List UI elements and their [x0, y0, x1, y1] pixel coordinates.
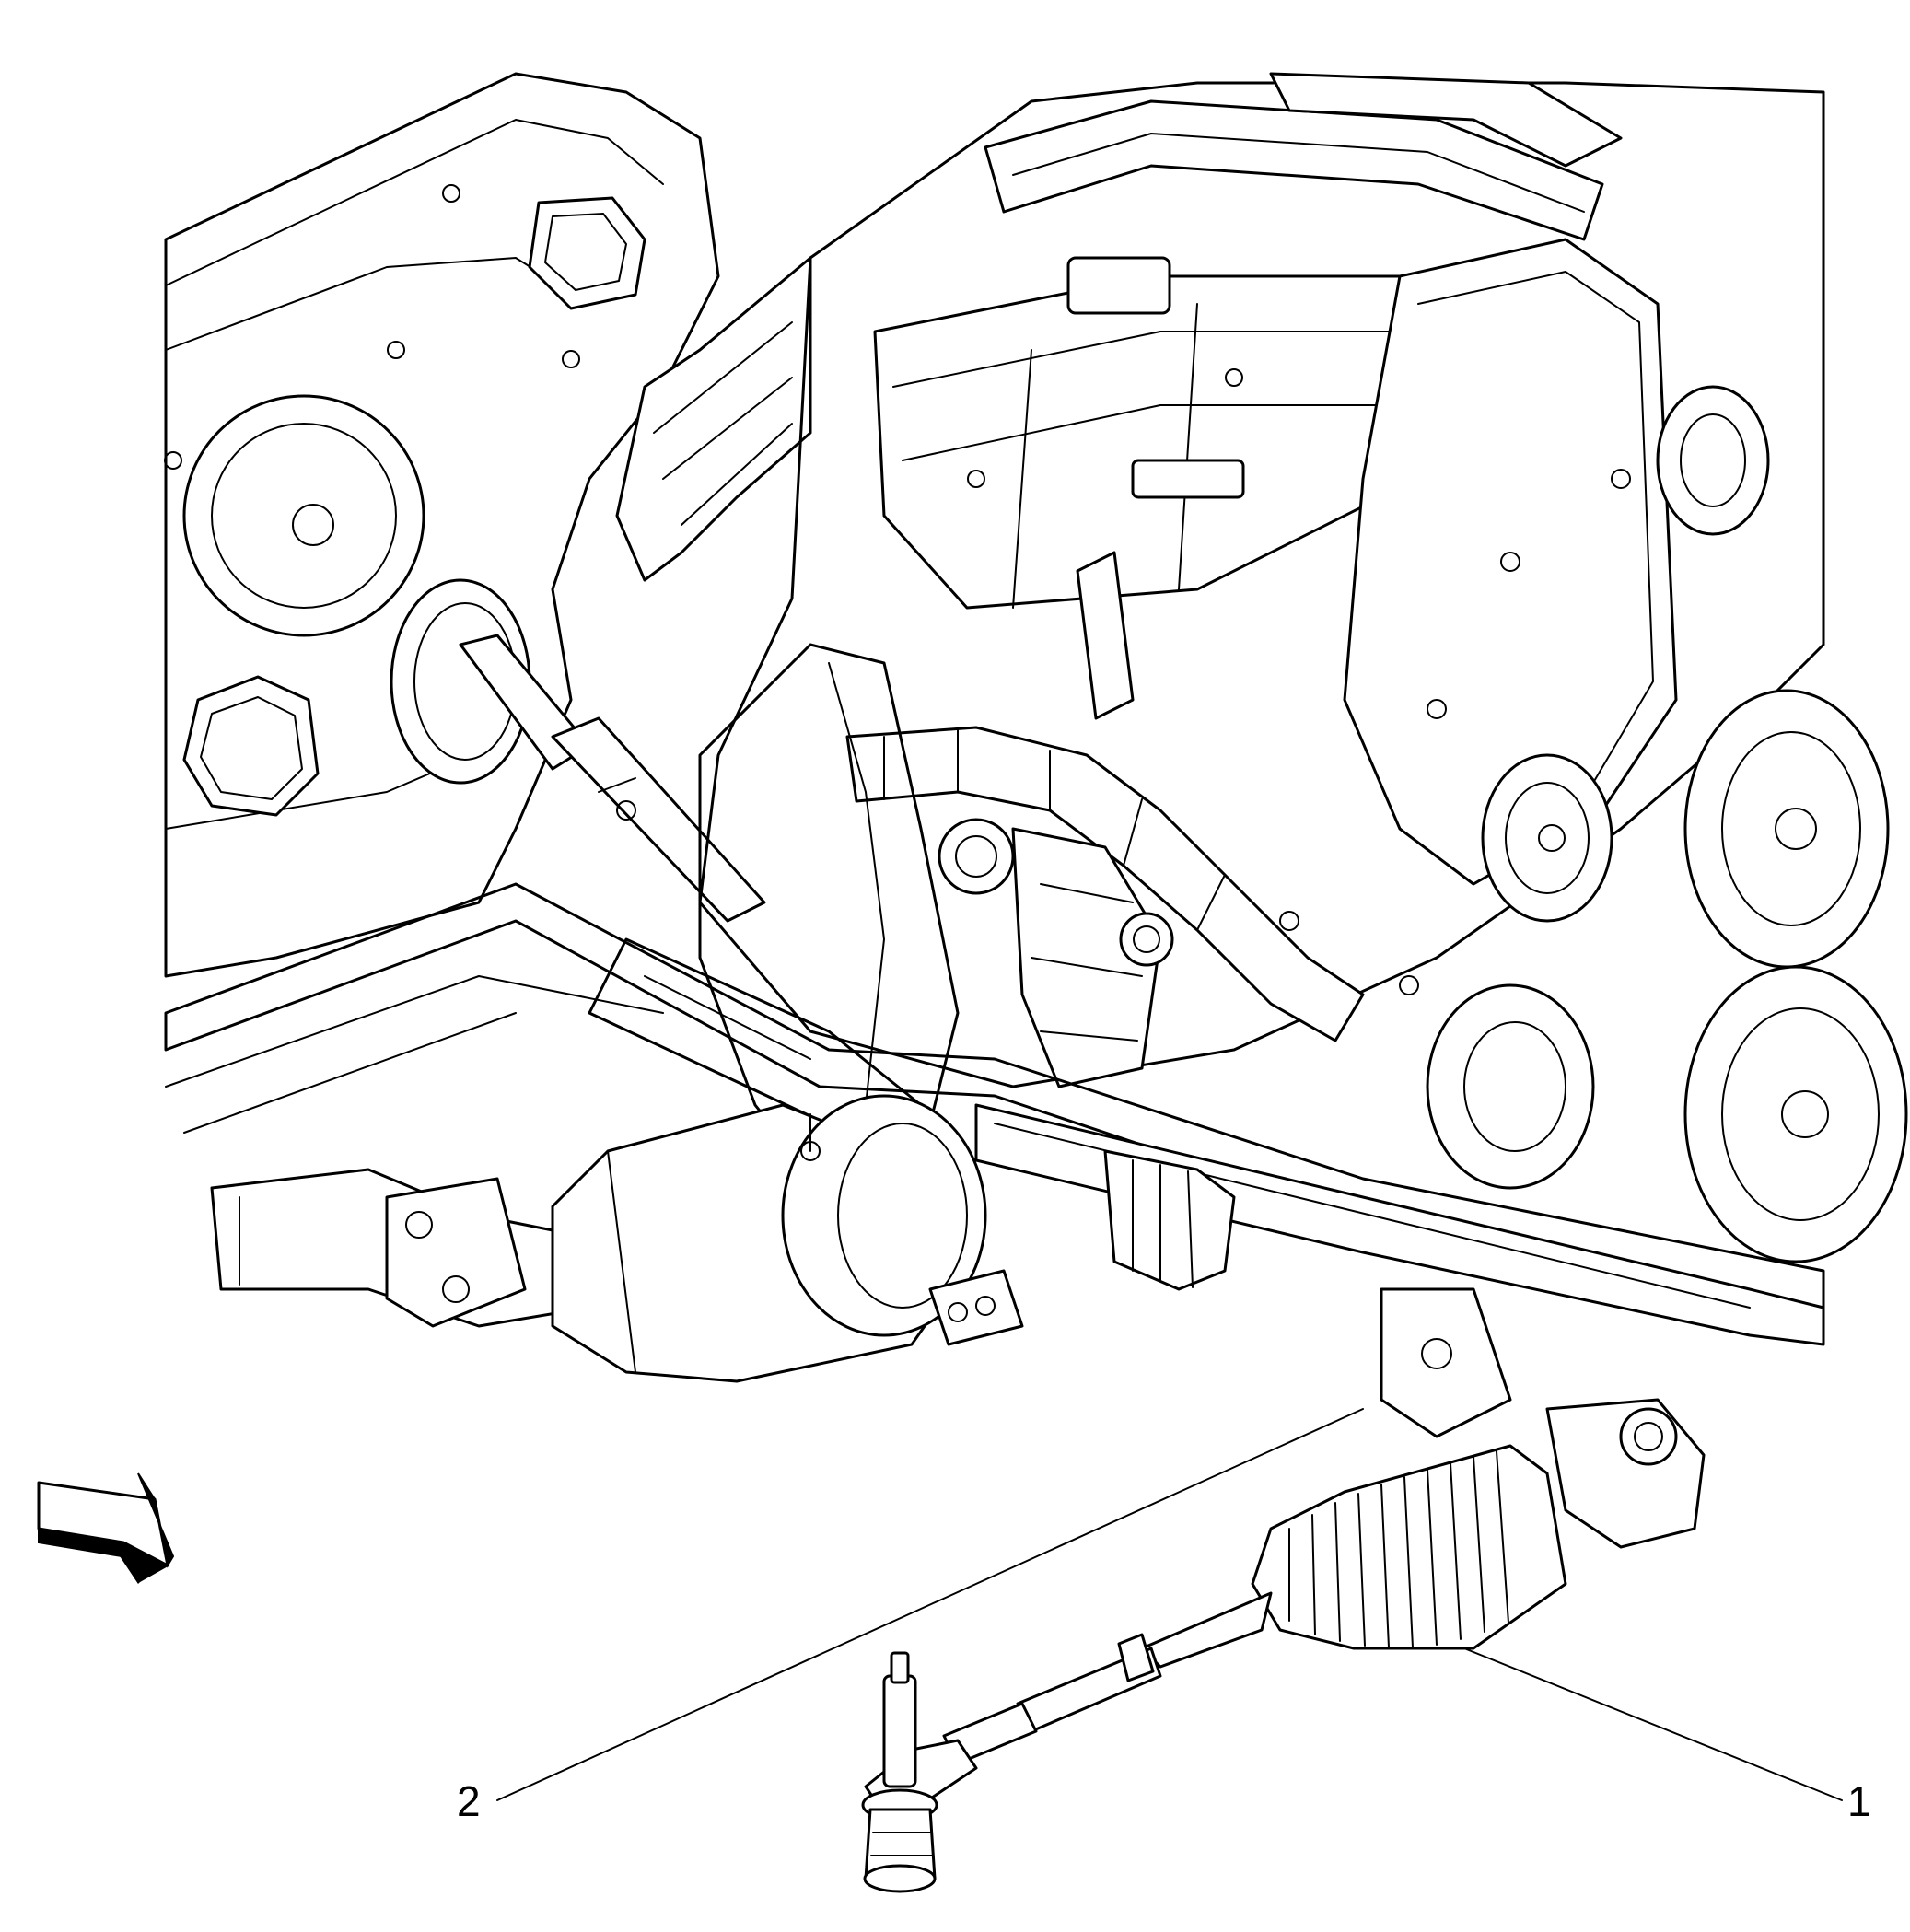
leader-line-1: [1463, 1647, 1843, 1801]
accessory-drive: [1426, 385, 1908, 1263]
steering-gear: [974, 1103, 1825, 1549]
outer-tie-rod-end: [861, 1651, 978, 1893]
heater-hose: [615, 256, 812, 582]
transmission: [698, 643, 1015, 1199]
leader-line-2: [496, 1408, 1364, 1801]
callout-label-2: 2: [457, 1777, 481, 1825]
exhaust-system: [210, 1094, 1024, 1383]
tie-rod: [942, 1591, 1273, 1765]
view-direction-arrow-icon: [37, 1472, 175, 1584]
callout-label-1: 1: [1847, 1777, 1871, 1825]
steering-gear-boot: [1251, 1444, 1567, 1650]
intermediate-steering-shaft: [390, 578, 766, 923]
engine-block: [698, 72, 1825, 1088]
coolant-hose: [845, 726, 1365, 1088]
cowl-panel: [164, 72, 720, 978]
